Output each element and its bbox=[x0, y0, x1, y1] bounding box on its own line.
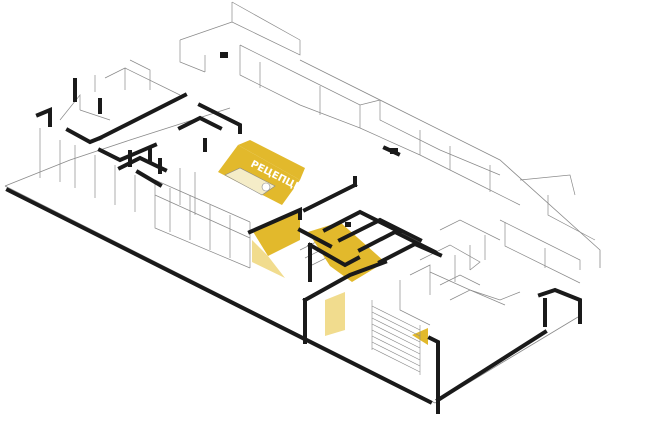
accent-wall-light bbox=[252, 240, 285, 278]
heavy-walls bbox=[5, 78, 582, 414]
accent-wall-front bbox=[252, 212, 300, 256]
columns bbox=[220, 52, 398, 227]
thin-walls bbox=[39, 1, 596, 326]
reception-block-side bbox=[218, 145, 300, 205]
reception-stool bbox=[261, 182, 271, 192]
column bbox=[390, 148, 398, 154]
louvre-panel bbox=[371, 300, 421, 375]
column bbox=[345, 222, 351, 227]
accent-column-light bbox=[325, 292, 345, 336]
reception-block-top bbox=[238, 140, 305, 180]
accent-floor bbox=[308, 222, 385, 282]
reception-area: РЕЦЕПЦИЯ bbox=[218, 140, 428, 345]
column bbox=[220, 52, 228, 58]
